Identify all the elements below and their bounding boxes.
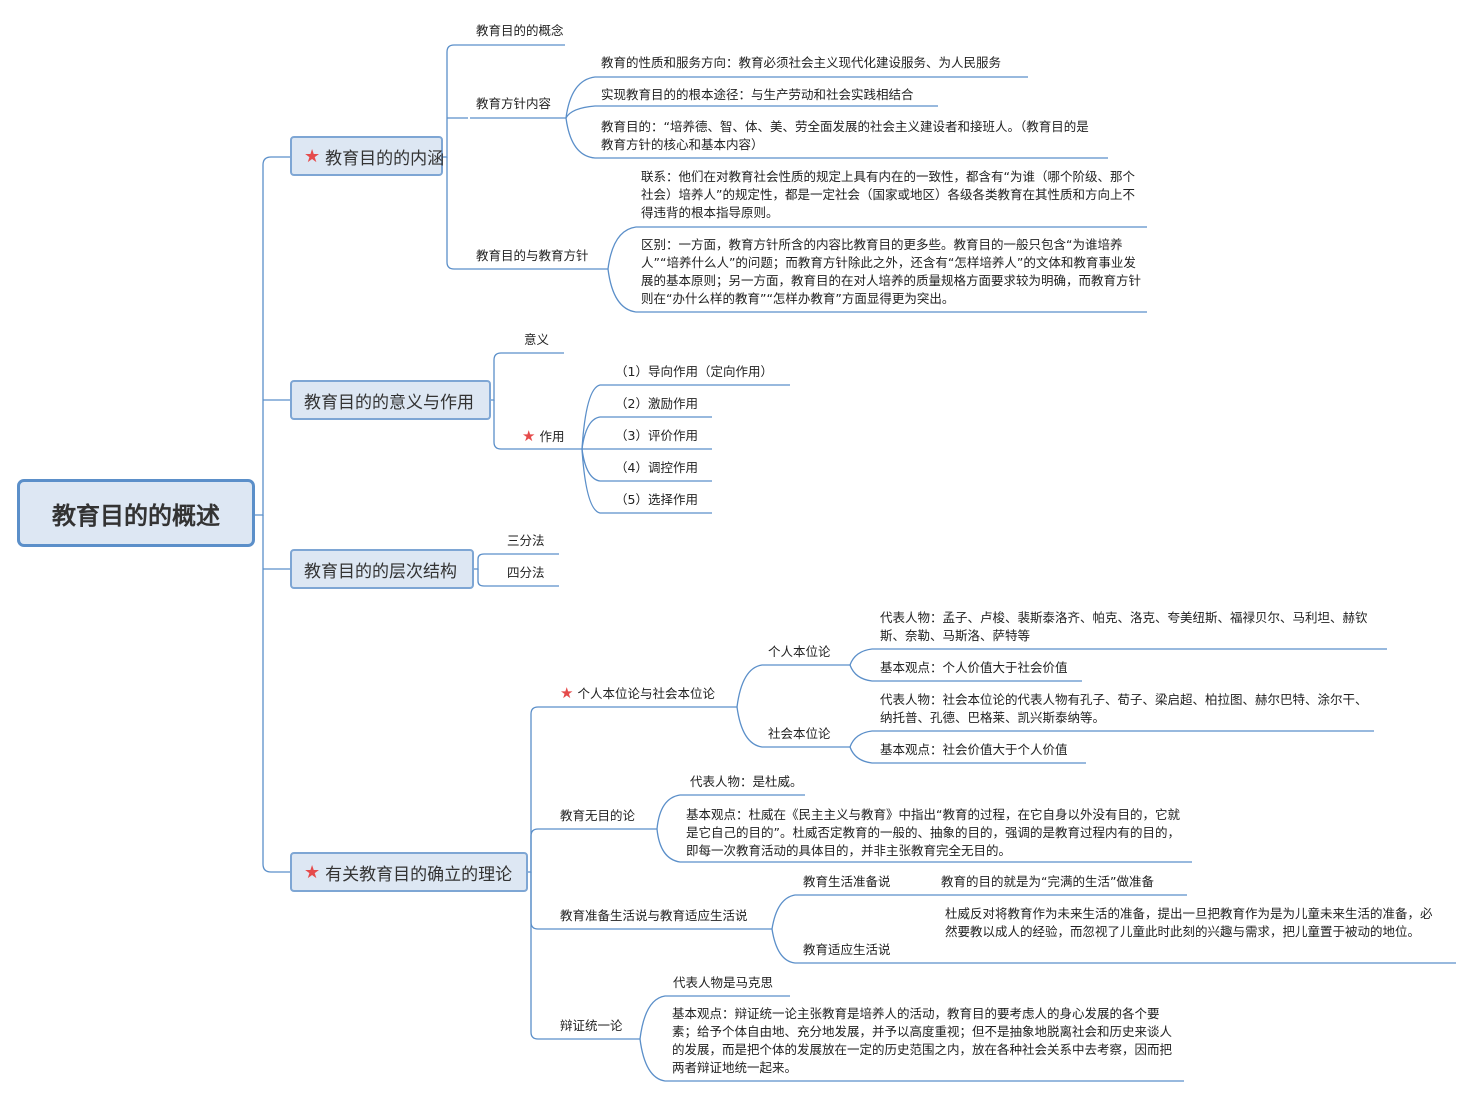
node-dialectical[interactable]: 辩证统一论 bbox=[560, 1018, 623, 1033]
leaf-prep[interactable]: 教育的目的就是为“完满的生活”做准备 bbox=[941, 874, 1154, 889]
leaf-policy-1[interactable]: 教育的性质和服务方向：教育必须社会主义现代化建设服务、为人民服务 bbox=[601, 55, 1002, 70]
leaf-relation-diff[interactable]: 区别：一方面，教育方针所含的内容比教育目的更多些。教育目的一般只包含“为谁培养人… bbox=[641, 237, 1142, 306]
star-icon: ★ bbox=[304, 861, 321, 883]
leaf-policy-2[interactable]: 实现教育目的的根本途径：与生产劳动和社会实践相结合 bbox=[601, 87, 914, 102]
node-social[interactable]: 社会本位论 bbox=[768, 726, 831, 741]
node-function[interactable]: ★作用 bbox=[522, 427, 564, 446]
branch-significance[interactable]: 教育目的的意义与作用 bbox=[290, 380, 491, 420]
leaf-dialectical-view[interactable]: 基本观点：辩证统一论主张教育是培养人的活动，教育目的要考虑人的身心发展的各个要素… bbox=[672, 1006, 1173, 1075]
node-individual-social-label: 个人本位论与社会本位论 bbox=[577, 686, 715, 701]
node-concept[interactable]: 教育目的的概念 bbox=[476, 23, 564, 38]
node-individual-social[interactable]: ★个人本位论与社会本位论 bbox=[560, 684, 715, 703]
root-title: 教育目的的概述 bbox=[52, 501, 220, 530]
leaf-individual-view[interactable]: 基本观点：个人价值大于社会价值 bbox=[880, 660, 1068, 675]
star-icon: ★ bbox=[560, 684, 574, 702]
branch-label: 教育目的的层次结构 bbox=[304, 561, 457, 582]
leaf-dialectical-rep[interactable]: 代表人物是马克思 bbox=[673, 975, 774, 990]
leaf-function-1[interactable]: （1）导向作用（定向作用） bbox=[615, 364, 773, 379]
leaf-relation-link[interactable]: 联系：他们在对教育社会性质的规定上具有内在的一致性，都含有“为谁（哪个阶级、那个… bbox=[641, 169, 1135, 220]
leaf-three-division[interactable]: 三分法 bbox=[507, 533, 545, 548]
node-relation[interactable]: 教育目的与教育方针 bbox=[476, 248, 589, 263]
leaf-function-4[interactable]: （4）调控作用 bbox=[615, 460, 698, 475]
leaf-function-5[interactable]: （5）选择作用 bbox=[615, 492, 698, 507]
node-no-aim[interactable]: 教育无目的论 bbox=[560, 808, 636, 823]
node-prep[interactable]: 教育生活准备说 bbox=[803, 874, 891, 889]
leaf-no-aim-view[interactable]: 基本观点：杜威在《民主主义与教育》中指出“教育的过程，在它自身以外没有目的，它就… bbox=[686, 807, 1180, 858]
leaf-social-reps[interactable]: 代表人物：社会本位论的代表人物有孔子、荀子、梁启超、柏拉图、赫尔巴特、涂尔干、纳… bbox=[880, 692, 1368, 725]
node-individual[interactable]: 个人本位论 bbox=[768, 644, 831, 659]
branch-label: 教育目的的意义与作用 bbox=[304, 392, 474, 413]
star-icon: ★ bbox=[304, 145, 321, 167]
leaf-function-2[interactable]: （2）激励作用 bbox=[615, 396, 698, 411]
branch-hierarchy[interactable]: 教育目的的层次结构 bbox=[290, 549, 474, 589]
node-prep-adapt[interactable]: 教育准备生活说与教育适应生活说 bbox=[560, 908, 748, 923]
branch-connotation[interactable]: ★教育目的的内涵 bbox=[290, 136, 445, 176]
leaf-function-3[interactable]: （3）评价作用 bbox=[615, 428, 698, 443]
leaf-social-view[interactable]: 基本观点：社会价值大于个人价值 bbox=[880, 742, 1068, 757]
node-function-label: 作用 bbox=[539, 429, 565, 444]
branch-label: 有关教育目的确立的理论 bbox=[325, 864, 513, 885]
leaf-no-aim-rep[interactable]: 代表人物：是杜威。 bbox=[690, 774, 803, 789]
node-adapt[interactable]: 教育适应生活说 bbox=[803, 942, 891, 957]
branch-label: 教育目的的内涵 bbox=[325, 148, 445, 169]
root-node[interactable]: 教育目的的概述 bbox=[17, 479, 255, 547]
branch-theories[interactable]: ★有关教育目的确立的理论 bbox=[290, 852, 528, 892]
leaf-policy-3[interactable]: 教育目的：“培养德、智、体、美、劳全面发展的社会主义建设者和接班人。（教育目的是… bbox=[601, 119, 1089, 152]
leaf-individual-reps[interactable]: 代表人物：孟子、卢梭、裴斯泰洛齐、帕克、洛克、夸美纽斯、福禄贝尔、马利坦、赫钦斯… bbox=[880, 610, 1368, 643]
node-meaning[interactable]: 意义 bbox=[524, 332, 550, 347]
leaf-four-division[interactable]: 四分法 bbox=[507, 565, 545, 580]
node-policy-content[interactable]: 教育方针内容 bbox=[476, 96, 552, 111]
star-icon: ★ bbox=[522, 427, 536, 445]
leaf-adapt[interactable]: 杜威反对将教育作为未来生活的准备，提出一旦把教育作为是为儿童未来生活的准备，必然… bbox=[945, 906, 1433, 939]
